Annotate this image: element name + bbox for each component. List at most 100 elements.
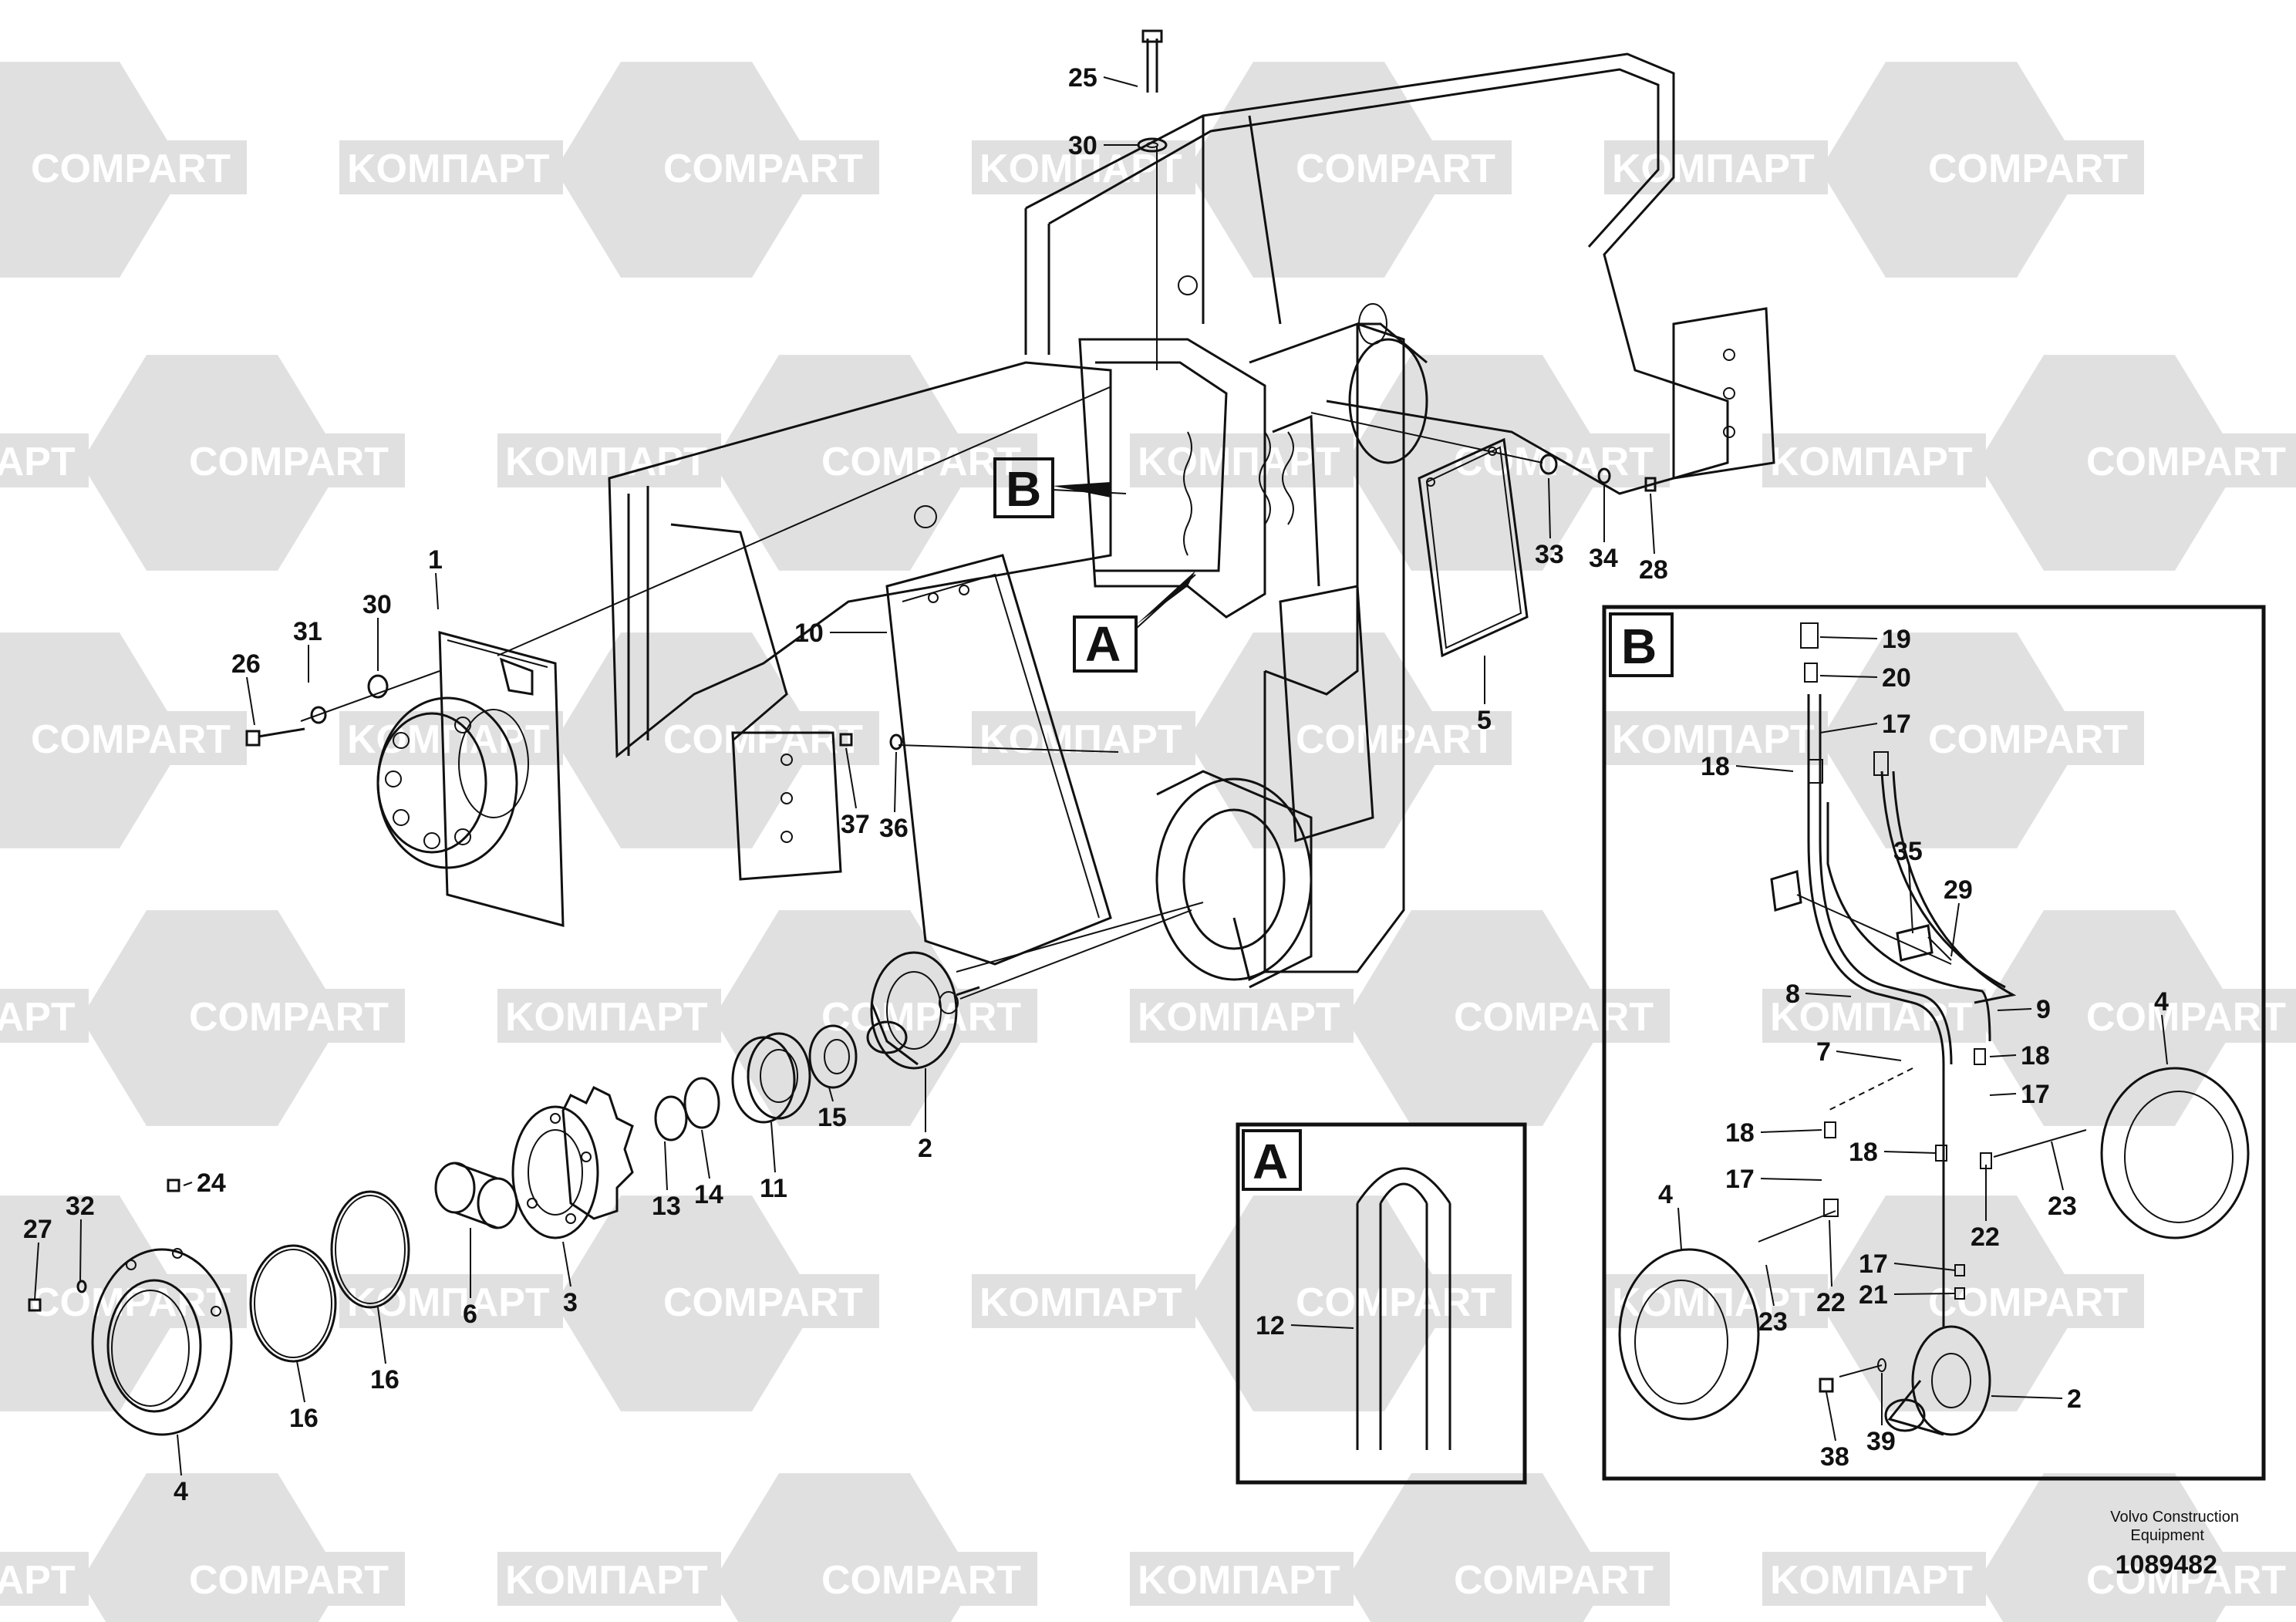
callout-label: 18 (2021, 1041, 2050, 1071)
callout-label: 10 (794, 619, 824, 648)
watermark-text: COMPART (31, 147, 231, 191)
callout-label: 23 (2048, 1192, 2077, 1221)
callout-label: 20 (1882, 663, 1911, 693)
callout-leader (177, 1434, 182, 1476)
watermark-band (23, 711, 247, 765)
callout-leader (34, 1242, 39, 1300)
watermark-text: COMPART (189, 1558, 389, 1603)
detail-b-panel: B (1602, 605, 2266, 1481)
callout-label: 29 (1944, 875, 1973, 905)
plate-10 (885, 554, 1112, 966)
footer-line2: Equipment (2130, 1527, 2204, 1544)
watermark-band (1604, 711, 1828, 765)
callout-label: 19 (1882, 625, 1911, 654)
callout-leader (1829, 1219, 1832, 1287)
watermark-text: COMPART (1454, 1558, 1654, 1603)
callout-leader (296, 1361, 305, 1403)
callout-leader (2161, 1014, 2168, 1065)
callout-label: 26 (231, 649, 261, 679)
watermark-band (181, 989, 405, 1043)
watermark-band (497, 1552, 721, 1606)
callout-leader (1819, 723, 1878, 733)
watermark-text: KOMПAPT (0, 995, 76, 1040)
callout-label: 33 (1535, 540, 1564, 569)
callout-label: 11 (760, 1174, 787, 1203)
watermark-band (1288, 1274, 1512, 1328)
callout-label: 4 (1658, 1180, 1673, 1209)
callout-leader (1826, 1391, 1836, 1442)
flange-4-left (91, 1248, 233, 1436)
callout-leader (2051, 1141, 2064, 1191)
callout-leader (1836, 1050, 1902, 1061)
watermark-band (1762, 1552, 1986, 1606)
watermark-band (1762, 433, 1986, 487)
callout-label: 8 (1785, 980, 1800, 1009)
cover-5 (1418, 437, 1529, 658)
callout-leader (1989, 1093, 2017, 1096)
watermark-text: KOMПAPT (1612, 717, 1815, 762)
watermark-band (1920, 1274, 2144, 1328)
callout-leader (1883, 1151, 1937, 1154)
watermark-band (497, 989, 721, 1043)
callout-leader (183, 1182, 193, 1186)
watermark-band (23, 140, 247, 194)
watermark-text: COMPART (1296, 147, 1495, 191)
callout-label: 4 (2154, 987, 2169, 1017)
callout-leader (1760, 1129, 1822, 1133)
watermark-band (0, 433, 89, 487)
watermark-band (972, 711, 1195, 765)
watermark-band (2079, 433, 2296, 487)
watermark-text: COMPART (31, 717, 231, 762)
watermark-band (656, 711, 879, 765)
watermark-text: COMPART (2086, 995, 2286, 1040)
fasteners (28, 29, 1657, 1312)
callout-label: 39 (1866, 1427, 1896, 1456)
snap-ring-13 (654, 1095, 688, 1141)
watermark-band (972, 1274, 1195, 1328)
footer: Volvo Construction Equipment 1089482 (2110, 1509, 2239, 1580)
drive-hub-2 (866, 951, 980, 1070)
watermark-band (814, 1552, 1037, 1606)
watermark-text: KOMПAPT (0, 1558, 76, 1603)
callout-label: 18 (1849, 1138, 1878, 1167)
callout-leader (894, 751, 897, 813)
watermark-band (814, 989, 1037, 1043)
callout-leader (79, 1219, 82, 1283)
watermark-text: KOMПAPT (1770, 1558, 1973, 1603)
callout-label: 1 (428, 545, 443, 575)
leader-lines (300, 147, 1543, 1000)
callout-leader (1805, 993, 1852, 997)
watermark-band (1920, 711, 2144, 765)
callout-label: 15 (818, 1103, 847, 1132)
watermark-band (1130, 989, 1354, 1043)
callout-leader (1893, 1263, 1956, 1271)
callout-label: 18 (1701, 752, 1730, 781)
watermark-band (181, 433, 405, 487)
drawing-number: 1089482 (2116, 1550, 2217, 1580)
callout-leader (1893, 1293, 1956, 1295)
callout-leader (1650, 493, 1655, 555)
callout-label: 23 (1758, 1307, 1788, 1337)
watermark-band (339, 1274, 563, 1328)
watermark-band (1288, 140, 1512, 194)
callout-label: 24 (197, 1168, 226, 1198)
callout-label: 17 (1882, 710, 1911, 739)
watermark-band (339, 711, 563, 765)
callout-label: 17 (1859, 1249, 1888, 1279)
callout-label: 22 (1816, 1288, 1846, 1317)
watermark-text: KOMПAPT (347, 147, 550, 191)
watermark-band (1446, 433, 1670, 487)
svg-text:A: A (1253, 1134, 1288, 1189)
callout-label: 12 (1256, 1311, 1285, 1340)
watermark-band (656, 1274, 879, 1328)
callout-label: 27 (23, 1215, 52, 1244)
watermark-text: COMPART (1928, 717, 2128, 762)
callout-label: 31 (293, 617, 322, 646)
svg-text:B: B (1621, 619, 1657, 674)
snap-ring-14 (683, 1077, 720, 1129)
callout-label: 32 (66, 1192, 95, 1221)
callout-label: 17 (2021, 1080, 2050, 1109)
frame-assembly (608, 52, 1775, 989)
